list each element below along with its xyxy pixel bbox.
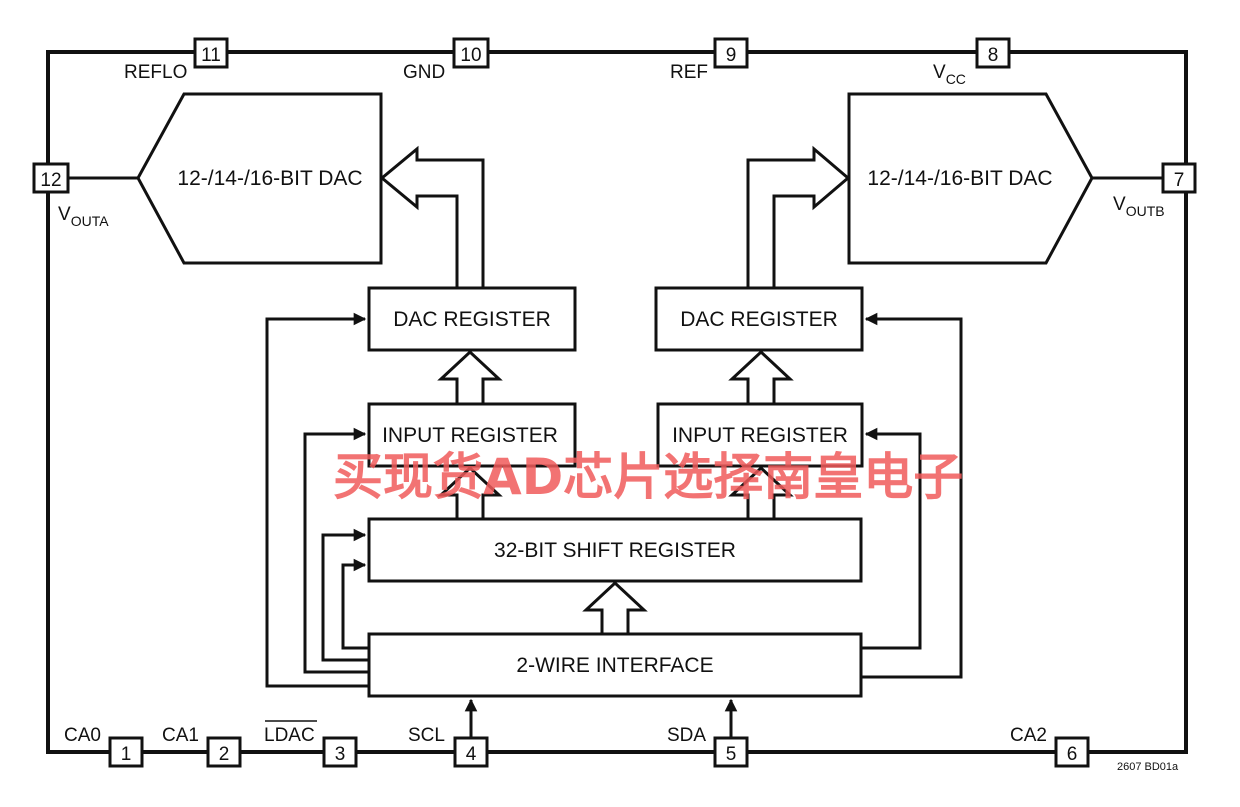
pin-4-label: SCL — [408, 725, 445, 746]
input-register-a — [367, 402, 577, 468]
pin-5: 5 — [713, 736, 749, 768]
shift-register-label: 32-BIT SHIFT REGISTER — [494, 539, 736, 562]
ctrl-line-shift-a1 — [321, 528, 369, 662]
ctrl-line-input-reg-b — [861, 427, 922, 650]
pin-5-label: SDA — [667, 725, 706, 746]
input-register-b-label: INPUT REGISTER — [672, 424, 848, 447]
dac-a-block — [136, 92, 383, 265]
pin-1-label: CA0 — [64, 725, 101, 746]
pin-3: 3 — [322, 736, 358, 768]
svg-text:3: 3 — [335, 744, 346, 765]
pin-6-label: CA2 — [1010, 725, 1047, 746]
pin-11: 11 — [193, 37, 229, 69]
svg-text:2: 2 — [219, 744, 230, 765]
svg-text:4: 4 — [466, 744, 477, 765]
bus-arrow-in-to-dac-b — [728, 349, 794, 404]
svg-text:12: 12 — [40, 170, 61, 191]
pin-4: 4 — [453, 736, 489, 768]
ctrl-line-input-reg-a — [303, 427, 369, 674]
pin-11-label: REFLO — [124, 62, 187, 83]
pin-7: 7 — [1161, 162, 1197, 194]
dac-b-label: 12-/14-/16-BIT DAC — [867, 167, 1052, 190]
svg-text:1: 1 — [121, 744, 132, 765]
dac-register-b — [654, 286, 864, 352]
pin-3-label: LDAC — [264, 725, 315, 746]
bus-arrow-shift-to-in-a — [437, 465, 503, 519]
pin-9-label: REF — [670, 62, 708, 83]
svg-text:6: 6 — [1067, 744, 1078, 765]
dac-b-block — [847, 92, 1094, 265]
bus-arrow-shift-to-in-b — [728, 465, 794, 519]
two-wire-interface — [367, 632, 863, 698]
dac-register-b-label: DAC REGISTER — [680, 308, 838, 331]
input-register-a-label: INPUT REGISTER — [382, 424, 558, 447]
bus-arrow-dac-a — [379, 145, 485, 287]
svg-text:9: 9 — [726, 45, 737, 66]
dac-register-a-label: DAC REGISTER — [393, 308, 551, 331]
bus-arrow-dac-b — [746, 145, 851, 287]
input-register-b — [656, 402, 864, 468]
svg-text:8: 8 — [988, 45, 999, 66]
chip-outline — [46, 50, 1188, 754]
pin-1: 1 — [108, 736, 144, 768]
ctrl-line-shift-a2 — [341, 558, 369, 650]
bus-arrow-in-to-dac-a — [437, 349, 503, 404]
svg-text:10: 10 — [460, 45, 481, 66]
dac-register-a — [367, 286, 577, 352]
dac-a-label: 12-/14-/16-BIT DAC — [177, 167, 362, 190]
svg-text:11: 11 — [201, 45, 221, 66]
figure-code: 2607 BD01a — [1117, 761, 1179, 773]
bus-arrow-if-to-shift — [582, 580, 648, 634]
two-wire-interface-label: 2-WIRE INTERFACE — [516, 654, 713, 677]
pin-8: 8 — [975, 37, 1011, 69]
pin-9: 9 — [713, 37, 749, 69]
pin-2-label: CA1 — [162, 725, 199, 746]
watermark-text: 买现货AD芯片选择南皇电子 — [333, 448, 963, 506]
shift-register — [367, 517, 863, 583]
pin-6: 6 — [1054, 736, 1090, 768]
pin-12: 12 — [32, 162, 70, 194]
svg-text:5: 5 — [726, 744, 737, 765]
ctrl-line-dac-reg-b — [861, 312, 963, 679]
pin-10: 10 — [452, 37, 490, 69]
pin-2: 2 — [206, 736, 242, 768]
pin-12-label: VOUTA — [58, 204, 109, 229]
pin-7-label: VOUTB — [1113, 194, 1165, 219]
pin-8-label: VCC — [933, 62, 966, 87]
ctrl-line-dac-reg-a — [265, 312, 369, 688]
pin-10-label: GND — [403, 62, 445, 83]
svg-text:7: 7 — [1174, 170, 1185, 191]
